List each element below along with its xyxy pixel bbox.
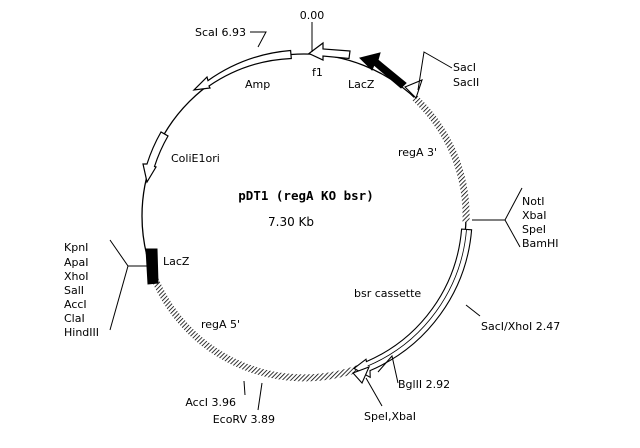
leader-mcs-left — [109, 239, 149, 267]
hindiii-label: HindIII — [64, 326, 99, 339]
leader-ecorv — [257, 382, 263, 411]
leader-lines — [109, 22, 523, 411]
mcs-right-labels: NotI XbaI SpeI BamHI — [522, 195, 559, 250]
saci-sacii-marker — [404, 79, 423, 100]
xhoi-label: XhoI — [64, 270, 88, 283]
f1-arrow — [307, 41, 351, 61]
colie1-label: ColiE1ori — [171, 152, 220, 165]
leader-saci-xhoi — [465, 304, 481, 317]
origin-label: 0.00 — [300, 9, 325, 22]
colie1-arrow — [142, 131, 169, 184]
bglii-label: BglII 2.92 — [398, 378, 450, 391]
acci-left-label: AccI — [64, 298, 87, 311]
bamhi-label: BamHI — [522, 237, 559, 250]
spei-label: SpeI — [522, 223, 546, 236]
rega3-region — [411, 94, 470, 223]
ecorv-label: EcoRV 3.89 — [213, 413, 275, 426]
leader-mcs-right — [472, 187, 523, 221]
acci-label: AccI 3.96 — [185, 396, 236, 409]
leader-scai — [250, 31, 267, 48]
noti-label: NotI — [522, 195, 545, 208]
amp-label: Amp — [245, 78, 270, 91]
bsr-cassette-inner-line — [367, 229, 467, 367]
sali-label: SalI — [64, 284, 84, 297]
leader-acci — [243, 380, 246, 396]
bsr-label: bsr cassette — [354, 287, 421, 300]
leader-bglii — [377, 354, 399, 384]
kpni-label: KpnI — [64, 241, 88, 254]
leader-sacI-sacII — [417, 51, 453, 91]
rega5-region — [146, 264, 361, 382]
scai-label: ScaI 6.93 — [195, 26, 246, 39]
apai-label: ApaI — [64, 256, 89, 269]
rega3-label: regA 3' — [398, 146, 437, 159]
lacz-left-block — [145, 248, 159, 285]
plasmid-title: pDT1 (regA KO bsr) — [238, 188, 373, 203]
speixbai-label: SpeI,XbaI — [364, 410, 416, 423]
leader-mcs-right-2 — [504, 219, 521, 248]
bsr-cassette-arrow — [352, 228, 473, 379]
lacz-top-label: LacZ — [348, 78, 375, 91]
clai-label: ClaI — [64, 312, 85, 325]
saci-sacii-labels: SacI SacII — [453, 61, 479, 89]
sacii-label: SacII — [453, 76, 479, 89]
f1-label: f1 — [312, 66, 323, 79]
lacz-left-label: LacZ — [163, 255, 190, 268]
saci-label: SacI — [453, 61, 476, 74]
speixbai-marker — [352, 366, 371, 385]
mcs-left-labels: KpnI ApaI XhoI SalI AccI ClaI HindIII — [64, 241, 99, 339]
leader-spei — [365, 377, 383, 407]
amp-arrow — [192, 49, 292, 91]
rega5-label: regA 5' — [201, 318, 240, 331]
leader-mcs-left-2 — [109, 265, 129, 331]
plasmid-size: 7.30 Kb — [268, 215, 314, 229]
lacz-top-arrow — [359, 52, 407, 89]
xbai-label: XbaI — [522, 209, 547, 222]
saci-xhoi-label: SacI/XhoI 2.47 — [481, 320, 560, 333]
